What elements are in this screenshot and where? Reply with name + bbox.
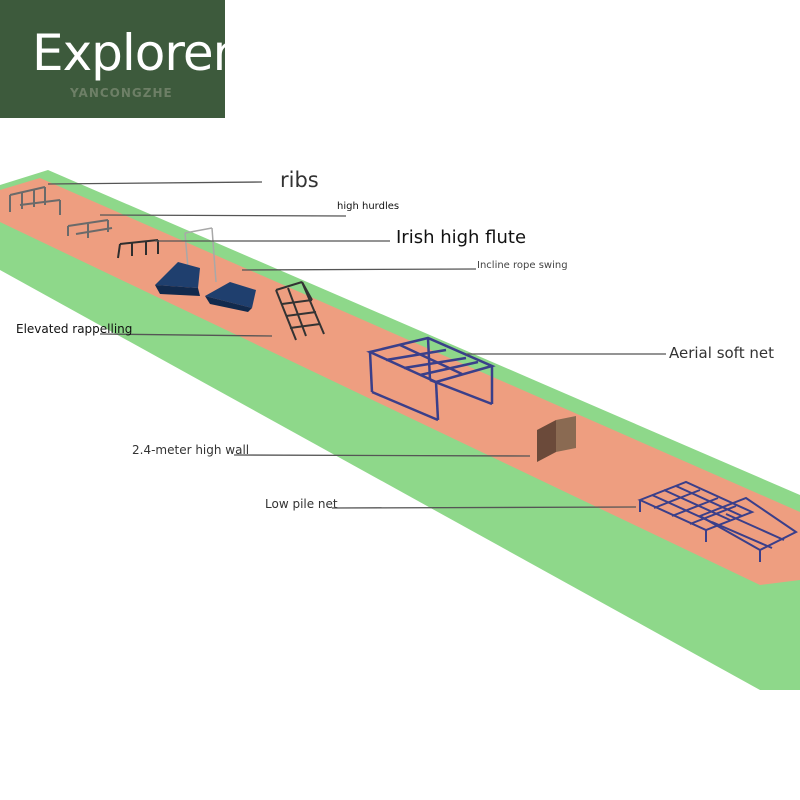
track-surface	[0, 178, 800, 585]
leader-elevated-rappelling	[99, 333, 273, 337]
brand-badge: Explorer YANCONGZHE	[0, 0, 233, 118]
ramp-blocks	[155, 262, 256, 312]
leader-high-wall	[233, 454, 531, 457]
label-ribs: ribs	[280, 168, 319, 192]
label-irish-high-flute: Irish high flute	[396, 227, 527, 248]
label-high-hurdles: high hurdles	[337, 201, 400, 212]
label-incline-rope-swing: Incline rope swing	[477, 260, 568, 271]
leader-ribs	[47, 181, 263, 185]
brand-subtitle: YANCONGZHE	[70, 86, 173, 100]
high-wall-structure	[537, 416, 576, 462]
brand-title: Explorer	[32, 24, 233, 82]
label-high-wall: 2.4-meter high wall	[132, 443, 250, 457]
leader-incline-rope-swing	[241, 268, 477, 271]
incline-rope-swing-structure	[184, 227, 217, 283]
aerial-soft-net-structure	[366, 336, 496, 422]
leader-low-pile-net	[331, 506, 637, 509]
high-hurdles-structure	[67, 219, 113, 238]
label-aerial-soft-net: Aerial soft net	[669, 344, 774, 362]
low-pile-net-structure	[637, 480, 798, 562]
irish-high-flute-structure	[117, 239, 159, 259]
elevated-rappelling-structure	[275, 281, 325, 341]
leader-high-hurdles	[99, 214, 347, 217]
ribs-structure	[9, 186, 61, 215]
leader-lines	[47, 181, 666, 509]
label-low-pile-net: Low pile net	[265, 497, 338, 511]
label-elevated-rappelling: Elevated rappelling	[16, 322, 133, 336]
